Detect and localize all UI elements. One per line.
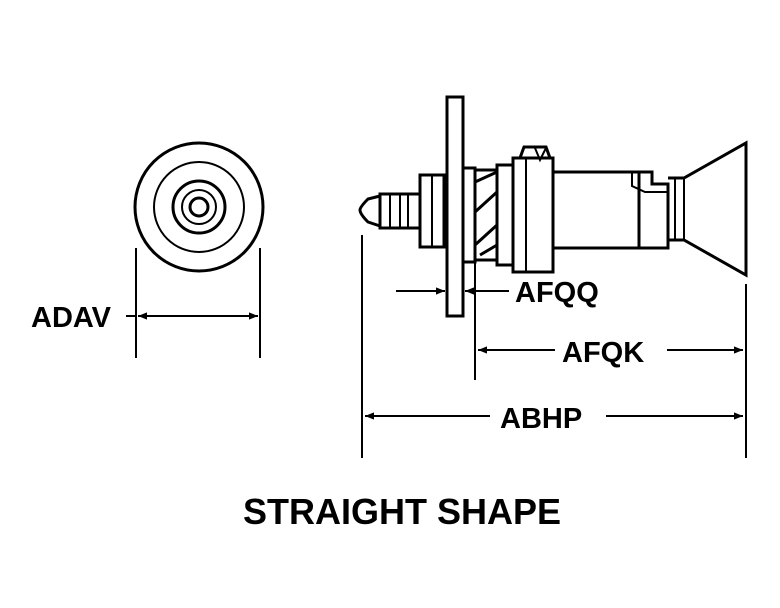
afqk-dimension	[478, 284, 747, 458]
side-view	[358, 95, 748, 318]
afqk-label: AFQK	[562, 337, 644, 369]
afqq-label: AFQQ	[515, 277, 599, 309]
end-view	[133, 141, 265, 273]
abhp-dimension	[361, 235, 743, 458]
adav-label: ADAV	[31, 302, 112, 334]
diagram-caption: STRAIGHT SHAPE	[243, 491, 561, 532]
afqq-dimension	[396, 262, 509, 380]
abhp-label: ABHP	[500, 403, 582, 435]
adav-dimension	[126, 248, 261, 358]
